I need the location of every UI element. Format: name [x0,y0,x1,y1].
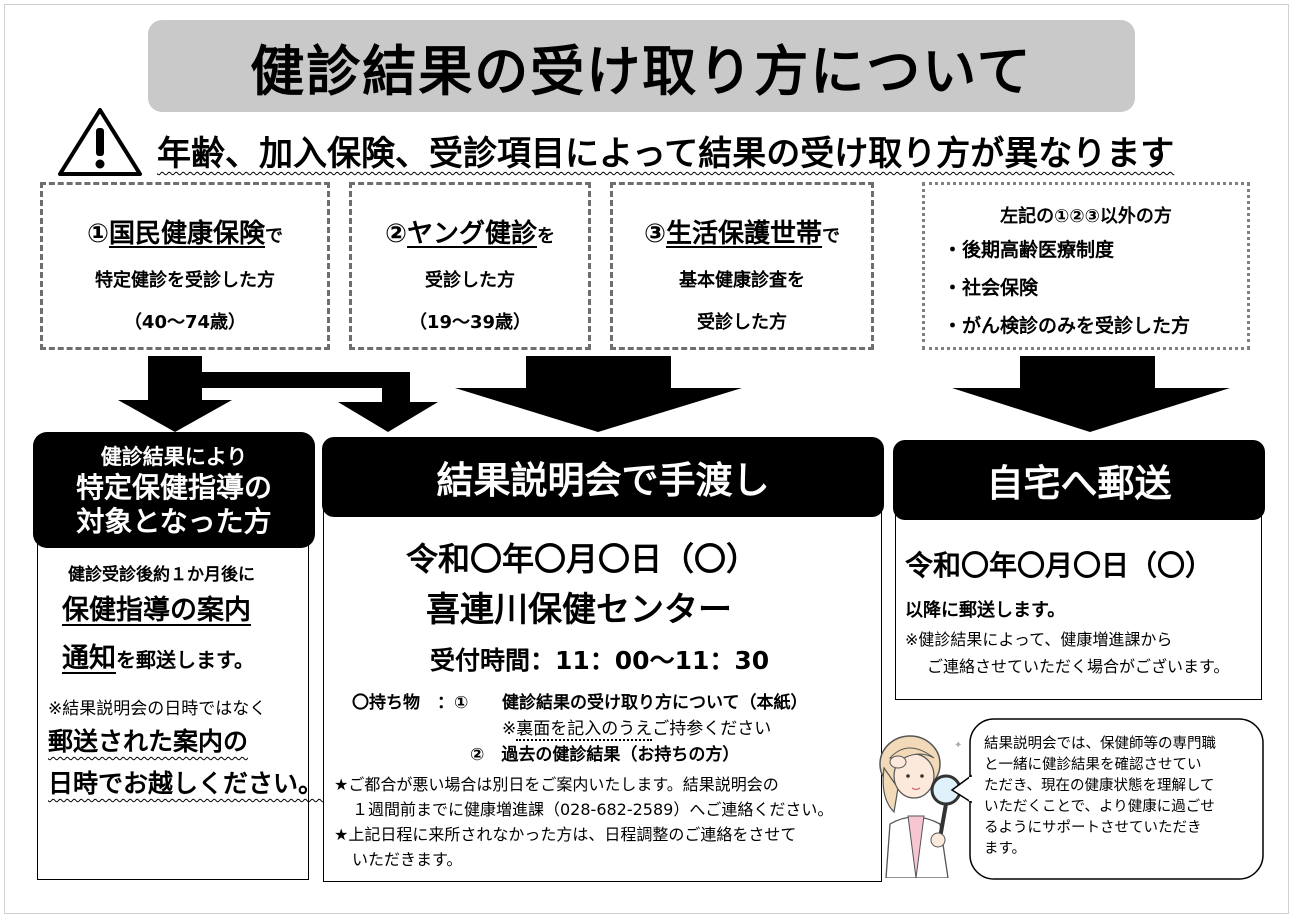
category-number: ② [384,219,407,249]
speech-line: ただき、現在の健康状態を理解して [984,778,1215,794]
left-emphasis-line: 日時でお越しください。 [48,769,324,798]
notice-line: ★ご都合が悪い場合は別日をご案内いたします。結果説明会の [334,775,779,794]
warning-text: 年齢、加入保険、受診項目によって結果の受け取り方が異なります [157,134,1175,174]
svg-text:✦: ✦ [954,740,962,751]
left-note: ※結果説明会の日時ではなく [48,699,267,719]
left-emphasis: 通知 [62,643,116,674]
category-name: ヤング健診 [407,219,538,249]
page-title: 健診結果の受け取り方について [250,39,1033,103]
page-frame [4,4,1289,914]
left-emphasis-line: 郵送された案内の [48,727,249,756]
note-mark: ※ [502,719,517,739]
right-panel [895,500,1262,700]
category-line: 受診した方 [425,270,515,291]
item-2: ② 過去の健診結果（お持ちの方） [470,745,740,765]
center-reception-time: 受付時間：11：00～11：30 [430,646,770,675]
note-underlined: 裏面を記入のうえ [516,719,653,741]
category-box-1: ①国民健康保険で 特定健診を受診した方 （40～74歳） [40,182,330,350]
arrow-down-center [455,356,742,432]
left-intro: 健診受診後約１か月後に [68,565,255,585]
category-line: 特定健診を受診した方 [95,270,275,291]
right-note: ※健診結果によって、健康増進課から ご連絡させていただく場合がございます。 [905,626,1229,680]
notice-line: ★上記日程に来所されなかった方は、日程調整のご連絡をさせて [334,825,797,844]
right-after: 以降に郵送します。 [905,600,1066,621]
warning-icon [58,108,142,176]
notice-line: １週間前までに健康増進課（028-682-2589）へご連絡ください。 [352,800,834,819]
list-item: ・後期高齢医療制度 [943,239,1115,261]
center-notices: ★ご都合が悪い場合は別日をご案内いたします。結果説明会の １週間前までに健康増進… [334,772,833,872]
category-box-3: ③生活保護世帯で 基本健康診査を 受診した方 [610,182,874,350]
header-line: 特定保健指導の [75,471,272,504]
category-heading: 左記の①②③以外の方 [1000,206,1172,227]
category-number: ① [86,219,109,249]
center-header-text: 結果説明会で手渡し [436,459,770,502]
right-header-text: 自宅へ郵送 [986,462,1172,505]
header-line: 対象となった方 [76,505,272,538]
category-name: 国民健康保険 [109,219,266,249]
category-name: 生活保護世帯 [666,219,823,249]
list-item: ・がん検診のみを受診した方 [943,315,1191,337]
center-panel-header: 結果説明会で手渡し [322,437,884,517]
left-text: を郵送します。 [116,648,254,672]
category-suffix: で [265,226,284,247]
note-line: ※健診結果によって、健康増進課から [905,630,1173,649]
speech-line: るようにサポートさせていただき [984,820,1202,836]
nurse-illustration: ✦ [879,735,962,878]
center-date: 令和〇年〇月〇日（〇） [406,540,759,578]
left-notice-line: 通知を郵送します。 [62,636,254,675]
speech-line: ます。 [984,841,1027,857]
category-box-4: 左記の①②③以外の方 ・後期高齢医療制度 ・社会保険 ・がん検診のみを受診した方 [922,182,1250,350]
note-line: ご連絡させていただく場合がございます。 [927,657,1230,676]
left-panel [37,520,309,880]
items-label: 〇持ち物 ：① [352,693,469,713]
category-suffix: を [537,226,556,247]
flow-arrows [118,356,1230,432]
category-line: （40～74歳） [123,312,247,333]
item-1: 健診結果の受け取り方について（本紙） [502,693,808,713]
header-line: 健診結果により [100,445,248,469]
arrow-down-left [118,356,232,432]
left-panel-header: 健診結果により 特定保健指導の 対象となった方 [33,432,315,548]
item-1-note: ※裏面を記入のうえご持参ください [502,714,772,741]
notice-line: いただきます。 [352,850,463,869]
speech-line: いただくことで、より健康に過ごせ [984,799,1215,815]
category-box-2: ②ヤング健診を 受診した方 （19～39歳） [349,182,591,350]
note-text: ご持参ください [652,719,772,739]
arrow-down-right [952,356,1230,432]
speech-line: 結果説明会では、保健師等の専門職 [984,736,1216,752]
category-suffix: で [822,226,841,247]
speech-text: 結果説明会では、保健師等の専門職 と一緒に健診結果を確認させてい ただき、現在の… [984,734,1216,860]
left-emphasis: 保健指導の案内 [62,595,251,626]
category-number: ③ [643,219,666,249]
center-panel [323,500,882,882]
right-panel-header: 自宅へ郵送 [893,440,1265,520]
speech-line: と一緒に健診結果を確認させてい [984,757,1202,773]
category-line: 受診した方 [697,312,787,333]
list-item: ・社会保険 [943,277,1039,299]
category-line: （19～39歳） [408,312,532,333]
speech-bubble [950,718,1264,880]
category-line: 基本健康診査を [679,270,805,291]
title-banner: 健診結果の受け取り方について [148,20,1135,112]
center-venue: 喜連川保健センター [426,590,732,630]
arrow-connector [202,372,438,432]
right-date: 令和〇年〇月〇日（〇） [905,549,1214,582]
